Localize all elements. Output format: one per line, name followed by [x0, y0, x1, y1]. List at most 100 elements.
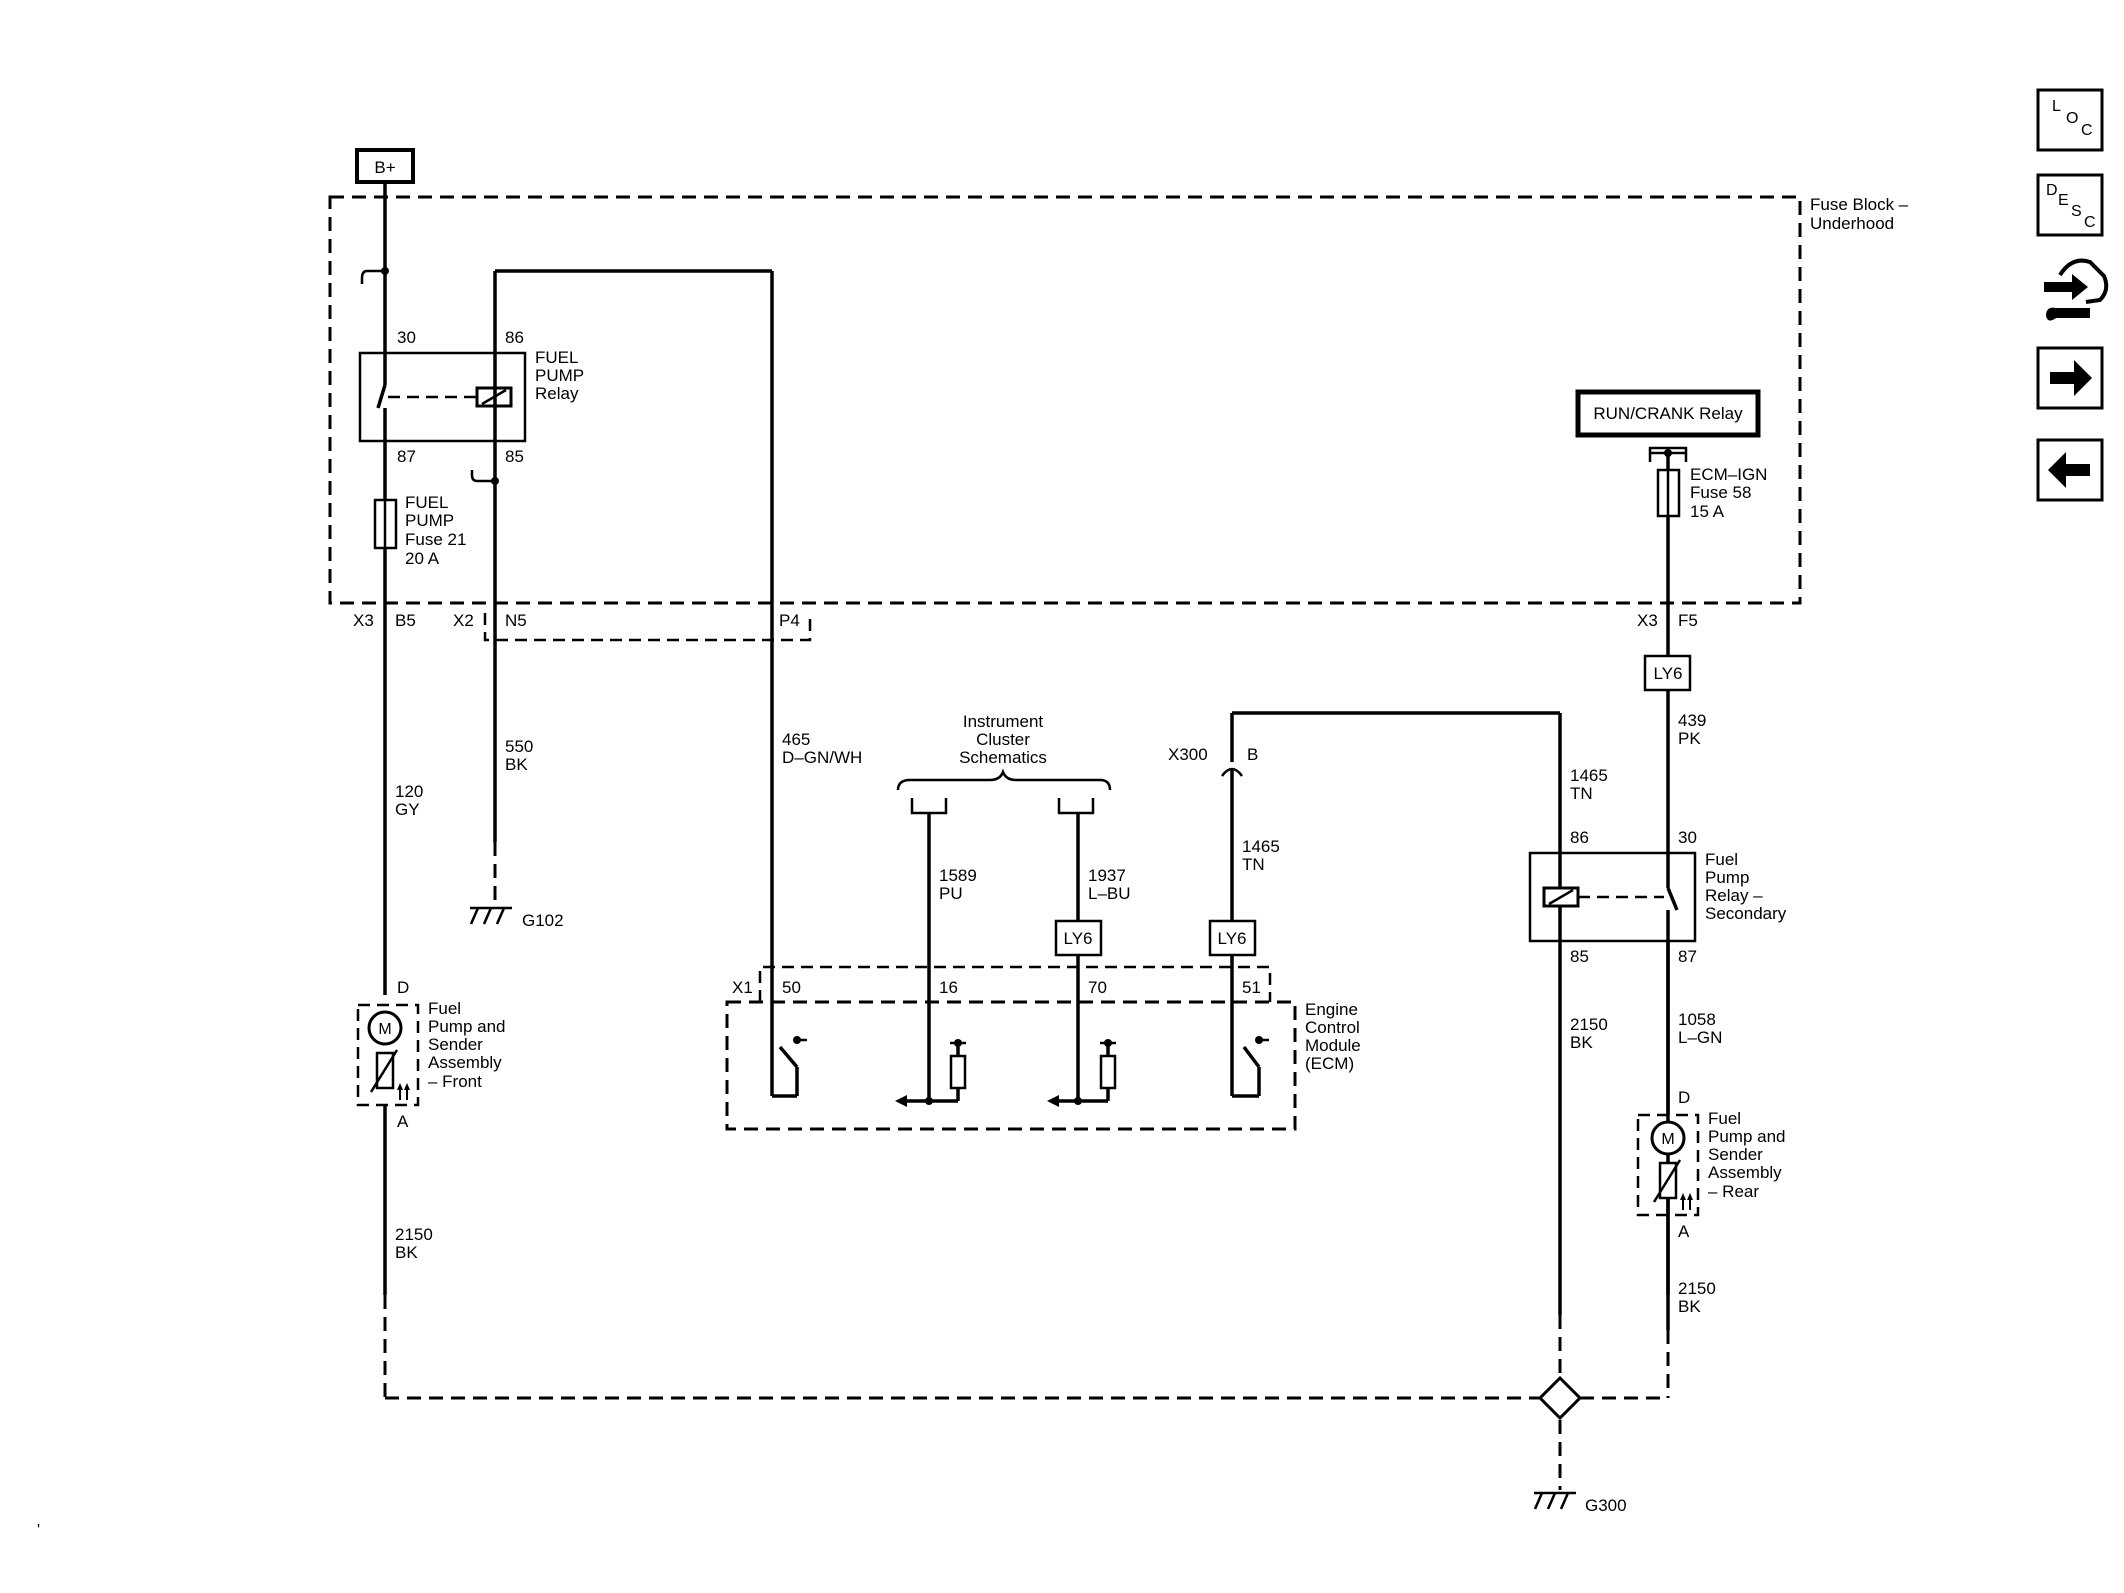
- wire-1465-relay-color: TN: [1570, 784, 1593, 803]
- wire-1058-color: L–GN: [1678, 1028, 1722, 1047]
- connector-pin-p4: P4: [779, 611, 800, 630]
- connector-outline-icon: [2058, 258, 2109, 304]
- connector-x3-left: X3: [353, 611, 374, 630]
- front-pump-title-2: Pump and: [428, 1017, 506, 1036]
- rear-pump-title-2: Pump and: [1708, 1127, 1786, 1146]
- wire-1937-l-bu: [1047, 813, 1117, 1107]
- ecm-title-2: Control: [1305, 1018, 1360, 1037]
- fuel-pump-fuse-label-3: Fuse 21: [405, 530, 466, 549]
- connector-x2: X2: [453, 611, 474, 630]
- wire-2150-relay-color: BK: [1570, 1033, 1593, 1052]
- loc-button[interactable]: L O C: [2036, 88, 2104, 152]
- loc-letter-l: L: [2052, 98, 2061, 115]
- splice-hook-b-plus: [360, 267, 389, 284]
- wrench-icon: [2046, 307, 2090, 321]
- wire-1465-relay-number: 1465: [1570, 766, 1608, 785]
- fuse-block-title-2: Underhood: [1810, 214, 1894, 233]
- previous-page-button[interactable]: [2036, 438, 2104, 502]
- instrument-cluster-reference[interactable]: Instrument Cluster Schematics: [896, 712, 1112, 815]
- wire-465-d-gn-wh: [770, 271, 807, 1098]
- fuel-pump-sender-front: M D A Fuel Pump and Sender Assembly – Fr…: [356, 978, 506, 1131]
- instrument-cluster-label-2: Cluster: [976, 730, 1030, 749]
- front-pump-title-5: – Front: [428, 1072, 482, 1091]
- ecm-title-1: Engine: [1305, 1000, 1358, 1019]
- front-pump-title-3: Sender: [428, 1035, 483, 1054]
- wire-465-color: D–GN/WH: [782, 748, 862, 767]
- ground-g300-label: G300: [1585, 1496, 1627, 1515]
- wire-2150-front-number: 2150: [395, 1225, 433, 1244]
- next-page-button[interactable]: [2036, 346, 2104, 410]
- connector-tools-button[interactable]: [2044, 258, 2109, 321]
- wire-2150-rear-color: BK: [1678, 1297, 1701, 1316]
- rear-pump-title-3: Sender: [1708, 1145, 1763, 1164]
- fuel-pump-relay: 30 86 87 85 FUEL PUMP Relay: [358, 328, 584, 466]
- option-tag-ly6-1937: LY6: [1054, 919, 1103, 957]
- front-pump-motor-label: M: [378, 1021, 391, 1038]
- wire-1465-ecm-number: 1465: [1242, 837, 1280, 856]
- desc-letter-d: D: [2046, 182, 2058, 199]
- rear-pump-pin-a: A: [1678, 1222, 1690, 1241]
- wire-1589-pu: [895, 813, 967, 1107]
- ecm-pin-70: 70: [1088, 978, 1107, 997]
- connector-x2-outline: [483, 613, 812, 642]
- secondary-relay-title-1: Fuel: [1705, 850, 1738, 869]
- connector-x300: X300: [1168, 745, 1208, 764]
- ecm-pin-16: 16: [939, 978, 958, 997]
- desc-letter-e: E: [2058, 192, 2069, 209]
- rear-pump-title-1: Fuel: [1708, 1109, 1741, 1128]
- wire-1058-number: 1058: [1678, 1010, 1716, 1029]
- ecm-ign-fuse-label-3: 15 A: [1690, 502, 1725, 521]
- secondary-relay-pin-85: 85: [1570, 947, 1589, 966]
- desc-button[interactable]: D E S C: [2036, 173, 2104, 237]
- ground-g300: G300: [1533, 1491, 1627, 1515]
- arrow-right-icon: [2044, 274, 2088, 300]
- wire-2150-rear-number: 2150: [1678, 1279, 1716, 1298]
- ecm-ign-fuse-label-2: Fuse 58: [1690, 483, 1751, 502]
- desc-letter-s: S: [2071, 203, 2082, 220]
- rear-pump-motor-label: M: [1661, 1131, 1674, 1148]
- instrument-cluster-label-3: Schematics: [959, 748, 1047, 767]
- ecm-pin-50: 50: [782, 978, 801, 997]
- wire-1589-color: PU: [939, 884, 963, 903]
- front-pump-title-4: Assembly: [428, 1053, 502, 1072]
- loc-letter-c: C: [2081, 122, 2093, 139]
- wire-1937-number: 1937: [1088, 866, 1126, 885]
- connector-pin-b5: B5: [395, 611, 416, 630]
- fuel-pump-relay-pin-30: 30: [397, 328, 416, 347]
- arrow-right-icon: [2050, 360, 2092, 396]
- wire-1465-ecm-color: TN: [1242, 855, 1265, 874]
- fuel-pump-fuse-label-2: PUMP: [405, 511, 454, 530]
- arrow-left-icon: [2048, 452, 2090, 488]
- option-tag-ly6-439: LY6: [1643, 654, 1692, 692]
- option-tag-ly6-1937-label: LY6: [1064, 929, 1093, 948]
- wire-2150-relay-number: 2150: [1570, 1015, 1608, 1034]
- fuse-block-title-1: Fuse Block –: [1810, 195, 1909, 214]
- fuel-pump-relay-pin-85: 85: [505, 447, 524, 466]
- run-crank-relay: RUN/CRANK Relay: [1575, 389, 1761, 438]
- connector-pin-n5: N5: [505, 611, 527, 630]
- secondary-relay-pin-30: 30: [1678, 828, 1697, 847]
- wire-1465-tn-ecm: [1220, 711, 1560, 1098]
- secondary-relay-title-4: Secondary: [1705, 904, 1787, 923]
- fuel-pump-fuse-label-4: 20 A: [405, 549, 440, 568]
- wire-1589-number: 1589: [939, 866, 977, 885]
- connector-pin-b: B: [1247, 745, 1258, 764]
- fuse-block-underhood: Fuse Block – Underhood: [328, 195, 1909, 605]
- fuel-pump-relay-title-3: Relay: [535, 384, 579, 403]
- wire-120-number: 120: [395, 782, 423, 801]
- page-corner-mark: ': [37, 1522, 40, 1539]
- loc-letter-o: O: [2066, 110, 2078, 127]
- front-pump-pin-a: A: [397, 1112, 409, 1131]
- option-tag-ly6-439-label: LY6: [1654, 664, 1683, 683]
- fuel-pump-fuse-21: FUEL PUMP Fuse 21 20 A: [373, 493, 466, 568]
- front-pump-title-1: Fuel: [428, 999, 461, 1018]
- rear-pump-title-4: Assembly: [1708, 1163, 1782, 1182]
- ground-g102: G102: [469, 906, 564, 930]
- splice-hook-85: [470, 470, 499, 485]
- wire-1937-color: L–BU: [1088, 884, 1131, 903]
- wire-2150-front-color: BK: [395, 1243, 418, 1262]
- connector-pin-f5: F5: [1678, 611, 1698, 630]
- wire-120-color: GY: [395, 800, 420, 819]
- rear-pump-title-5: – Rear: [1708, 1182, 1759, 1201]
- fuel-pump-fuse-label-1: FUEL: [405, 493, 448, 512]
